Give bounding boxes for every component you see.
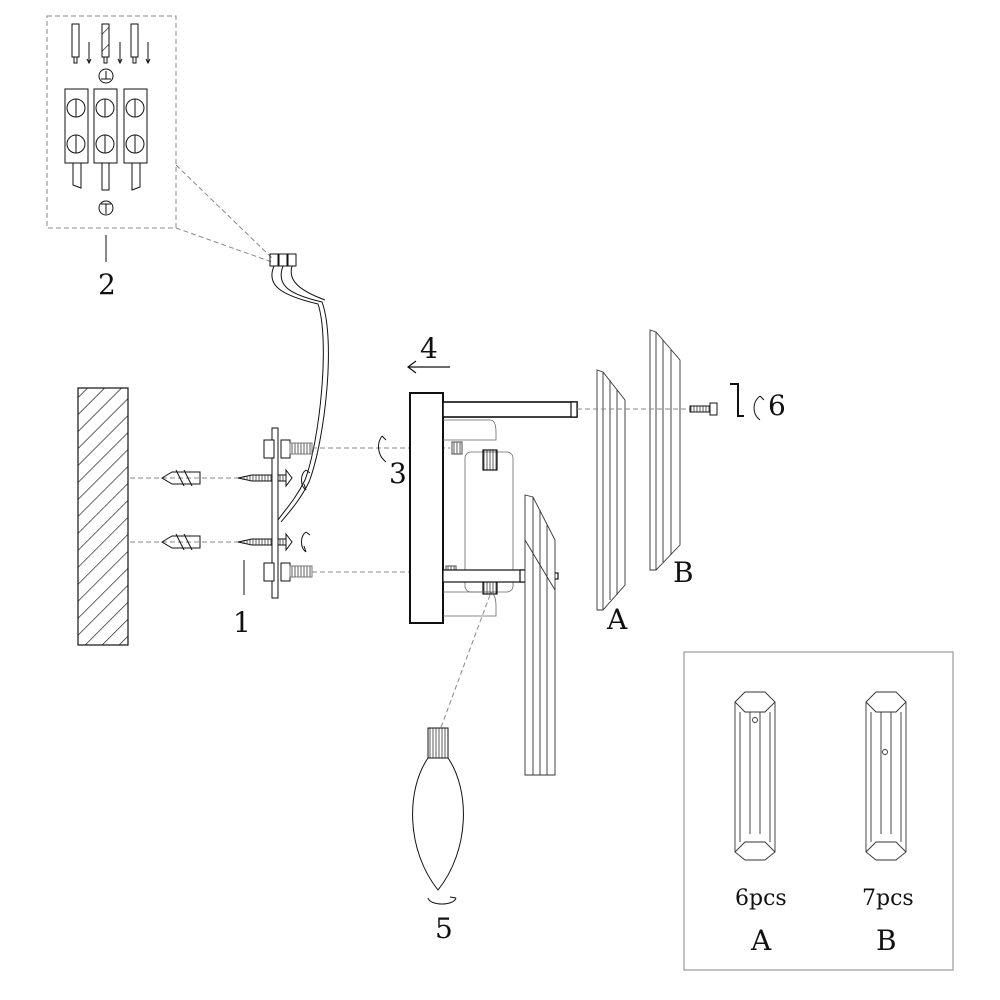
callout-4: 4 xyxy=(420,332,438,365)
wood-screw-icon xyxy=(237,532,293,552)
crystal-a-qty: 6pcs xyxy=(735,886,787,911)
wood-screw-icon xyxy=(237,468,293,488)
rotate-arrow-icon xyxy=(301,469,311,491)
crystal-b-icon xyxy=(865,691,907,861)
crystal-panel-front xyxy=(524,494,556,776)
mounting-plate xyxy=(243,427,313,599)
rotate-arrow-icon xyxy=(427,896,457,905)
crystal-a-label: A xyxy=(606,603,628,636)
crystal-panel-b xyxy=(649,329,681,571)
crystal-b-qty: 7pcs xyxy=(862,886,914,911)
crystal-b-letter: B xyxy=(876,924,897,957)
crystal-screw-icon xyxy=(689,402,718,416)
hex-key-icon xyxy=(730,383,744,417)
callout-3: 3 xyxy=(389,457,407,490)
callout-2: 2 xyxy=(98,268,116,301)
connector-cable xyxy=(269,253,329,523)
earth-terminal-symbol-icon xyxy=(98,200,114,216)
wall-fixings xyxy=(130,468,311,553)
terminal-block-icon xyxy=(64,88,148,191)
wall-anchor-icon xyxy=(161,469,201,487)
callout-6: 6 xyxy=(768,389,786,422)
bulb-icon xyxy=(412,727,464,891)
rotate-arrow-icon xyxy=(378,435,387,463)
push-arrow-icon xyxy=(407,360,450,374)
crystal-panel-a xyxy=(596,369,626,611)
wall-anchor-icon xyxy=(161,533,201,551)
callout-5: 5 xyxy=(435,912,453,945)
crystal-a-letter: A xyxy=(750,924,772,957)
callout-1: 1 xyxy=(233,606,251,639)
wall xyxy=(77,387,129,646)
parts-box: 6pcs 7pcs A B xyxy=(683,651,954,971)
rotate-arrow-icon xyxy=(301,531,311,553)
crystal-b-label: B xyxy=(673,556,694,589)
lamp-fixture xyxy=(409,392,578,624)
terminal-detail-inset xyxy=(46,15,273,263)
wire-ends-icon xyxy=(71,23,151,65)
crystal-a-icon xyxy=(734,691,776,861)
earth-symbol-icon xyxy=(98,68,114,84)
rotate-arrow-icon xyxy=(753,395,765,421)
